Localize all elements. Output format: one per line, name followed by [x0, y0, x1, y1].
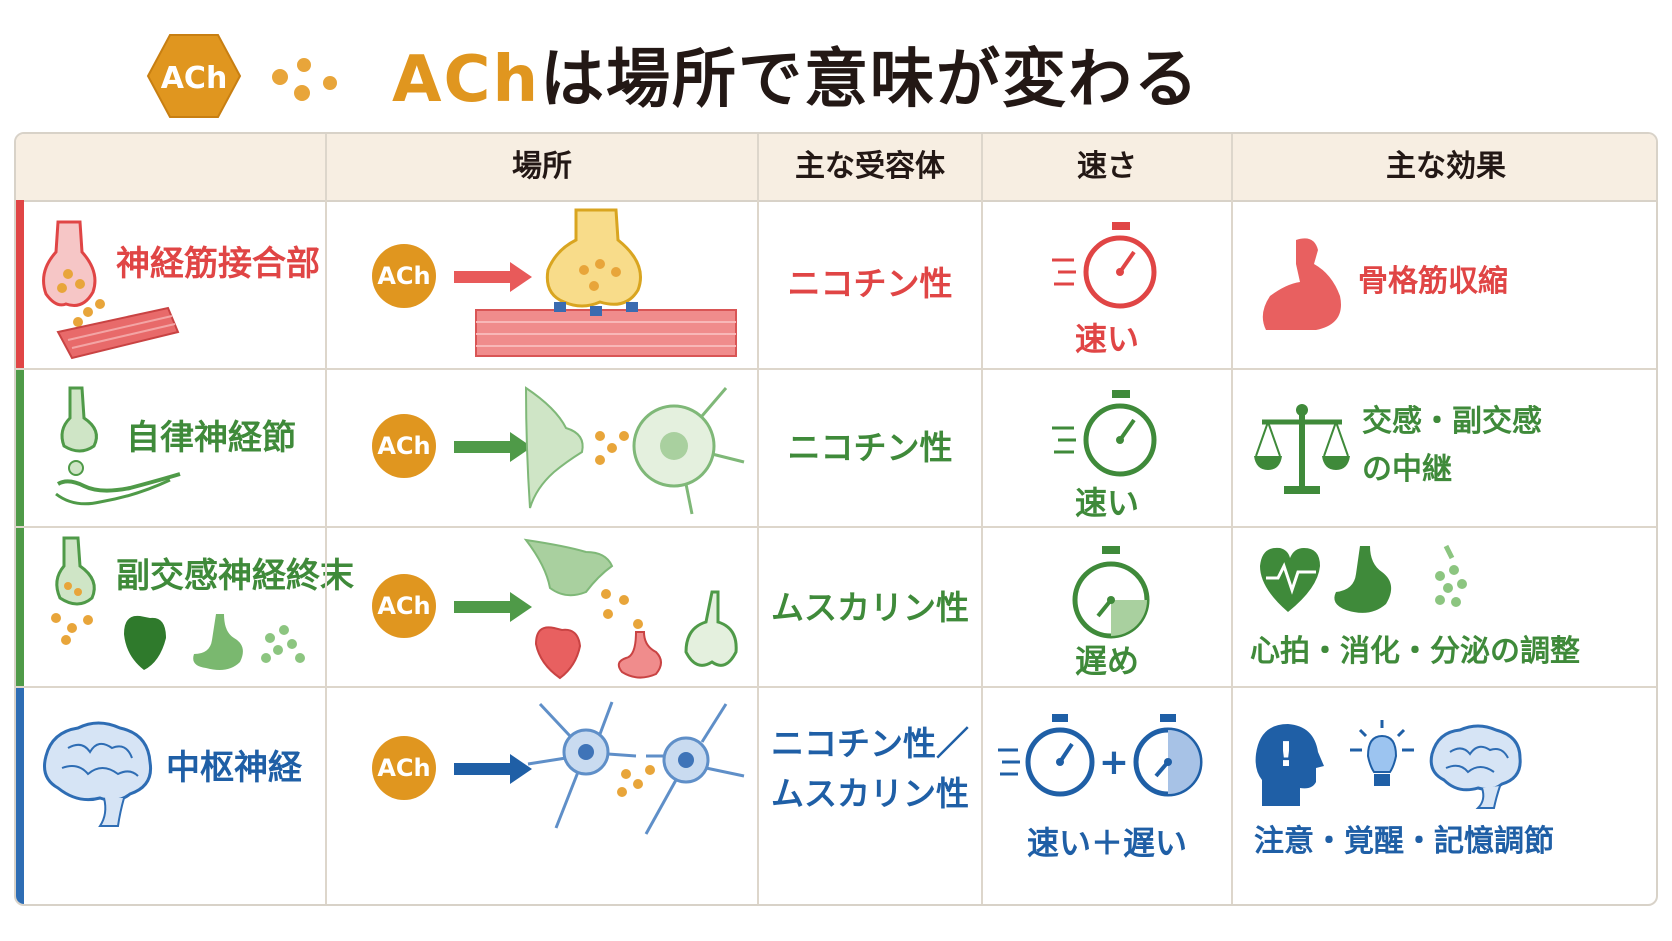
site-illustration-cns: ACh	[326, 688, 758, 904]
page-title: AChは場所で意味が変わる	[392, 28, 1200, 120]
gland-icon	[684, 590, 738, 667]
effect-text-line2: の中継	[1362, 452, 1452, 487]
ganglion-detail-icon	[524, 386, 745, 515]
row-color-bar	[16, 200, 24, 368]
speed-text: 遅め	[1074, 642, 1139, 680]
molecule-dots-icon	[272, 58, 337, 101]
site-name-ganglion: 自律神経節	[126, 418, 296, 458]
parasympathetic-detail-icon	[523, 538, 738, 680]
site-illustration-parasympathetic: ACh	[326, 528, 758, 686]
site-illustration-ganglion: ACh	[326, 370, 758, 526]
effect-cns-icons: !	[1255, 720, 1522, 809]
effect-text: 心拍・消化・分泌の調整	[1250, 634, 1580, 669]
site-name-cns: 中枢神経	[166, 748, 302, 788]
flexed-arm-icon	[1262, 238, 1341, 330]
receptor-cell-parasympathetic: ムスカリン性	[758, 528, 982, 686]
svg-text:!: !	[1278, 735, 1294, 775]
ach-hexagon-icon: ACh	[146, 34, 242, 118]
stopwatch-fast-icon	[1052, 222, 1157, 309]
ganglion-synapse-icon	[55, 386, 181, 506]
stopwatch-combined-icon: +	[998, 714, 1203, 797]
stomach-icon	[1334, 546, 1392, 613]
receptor-text-line1: ニコチン性／	[771, 724, 969, 763]
arrow-icon	[454, 592, 532, 622]
effect-cell-nmj: 骨格筋収縮	[1232, 200, 1656, 368]
receptor-cell-nmj: ニコチン性	[758, 200, 982, 368]
balance-scale-icon	[1254, 404, 1350, 494]
ach-circle: ACh	[372, 244, 436, 308]
site-illustration-nmj: ACh	[326, 200, 758, 368]
ach-circle: ACh	[372, 574, 436, 638]
head-alert-icon	[1255, 724, 1324, 806]
title-area: ACh AChは場所で意味が変わる	[0, 0, 1672, 130]
table-header: 場所 主な受容体 速さ 主な効果	[16, 134, 1656, 202]
column-divider	[757, 134, 759, 904]
ach-circle: ACh	[372, 736, 436, 800]
brain-icon	[43, 721, 153, 827]
table-row-cns: 中枢神経 ACh ニコチン性／ ムスカリン性	[16, 688, 1656, 904]
receptor-text: ニコチン性	[787, 428, 953, 467]
speed-text: 速い＋遅い	[1026, 824, 1187, 862]
site-name-nmj: 神経筋接合部	[116, 244, 320, 284]
receptor-text-line2: ムスカリン性	[771, 774, 969, 813]
row-color-bar	[16, 370, 24, 526]
effect-cell-ganglion: 交感・副交感 の中継	[1232, 370, 1656, 526]
row-color-bar	[16, 528, 24, 686]
nmj-terminal-icon	[42, 220, 180, 360]
stopwatch-fast-icon	[1052, 390, 1157, 477]
effect-cell-parasympathetic: 心拍・消化・分泌の調整	[1232, 528, 1656, 686]
header-speed: 速さ	[1077, 149, 1137, 184]
effect-organs-icon	[1260, 544, 1467, 613]
brain-icon	[1429, 724, 1522, 809]
hexagon-label: ACh	[161, 61, 228, 96]
effect-text: 注意・覚醒・記憶調節	[1254, 824, 1554, 859]
arrow-icon	[454, 754, 532, 784]
table-row-ganglion: 自律神経節 ACh ニコチン性 速い	[16, 370, 1656, 528]
column-divider	[325, 134, 327, 904]
stomach-icon	[617, 631, 662, 679]
svg-text:+: +	[1099, 742, 1129, 783]
table-row-parasympathetic: 副交感神経終末 ACh ムスカリン性	[16, 528, 1656, 688]
nmj-detail-icon	[475, 208, 737, 357]
speed-text: 速い	[1074, 484, 1139, 522]
receptor-cell-cns: ニコチン性／ ムスカリン性	[758, 688, 982, 904]
heart-icon	[124, 615, 166, 670]
arrow-icon	[454, 262, 532, 292]
receptor-cell-ganglion: ニコチン性	[758, 370, 982, 526]
effect-text: 骨格筋収縮	[1358, 264, 1508, 299]
effect-cell-cns: ! 注意・覚醒・記憶調節	[1232, 688, 1656, 904]
speed-cell-ganglion: 速い	[982, 370, 1232, 526]
table-row-nmj: 神経筋接合部 ACh ニコチン性	[16, 200, 1656, 370]
title-ach: ACh	[392, 43, 541, 117]
heart-icon	[534, 626, 582, 680]
receptor-text: ニコチン性	[787, 264, 953, 303]
receptor-text: ムスカリン性	[771, 588, 969, 627]
stomach-icon	[193, 614, 243, 670]
header-receptor: 主な受容体	[795, 149, 945, 184]
row-color-bar	[16, 688, 24, 904]
column-divider	[981, 134, 983, 904]
header-effect: 主な効果	[1386, 149, 1506, 184]
column-divider	[1231, 134, 1233, 904]
comparison-table: 場所 主な受容体 速さ 主な効果 神経筋接合部 ACh	[14, 132, 1658, 906]
speed-text: 速い	[1074, 320, 1139, 358]
speed-cell-nmj: 速い	[982, 200, 1232, 368]
stopwatch-slow-icon	[1072, 546, 1150, 639]
title-rest: は場所で意味が変わる	[540, 43, 1201, 117]
arrow-icon	[454, 432, 532, 462]
effect-text-line1: 交感・副交感	[1362, 404, 1542, 439]
lightbulb-icon	[1350, 720, 1414, 786]
header-site: 場所	[512, 149, 572, 184]
organs-icon	[124, 614, 305, 670]
ach-circle: ACh	[372, 414, 436, 478]
parasympathetic-terminal-icon	[51, 536, 96, 645]
speed-cell-parasympathetic: 遅め	[982, 528, 1232, 686]
cns-neurons-icon	[527, 701, 745, 835]
site-name-parasympathetic: 副交感神経終末	[116, 556, 354, 596]
speed-cell-cns: + 速い＋遅い	[982, 688, 1232, 904]
